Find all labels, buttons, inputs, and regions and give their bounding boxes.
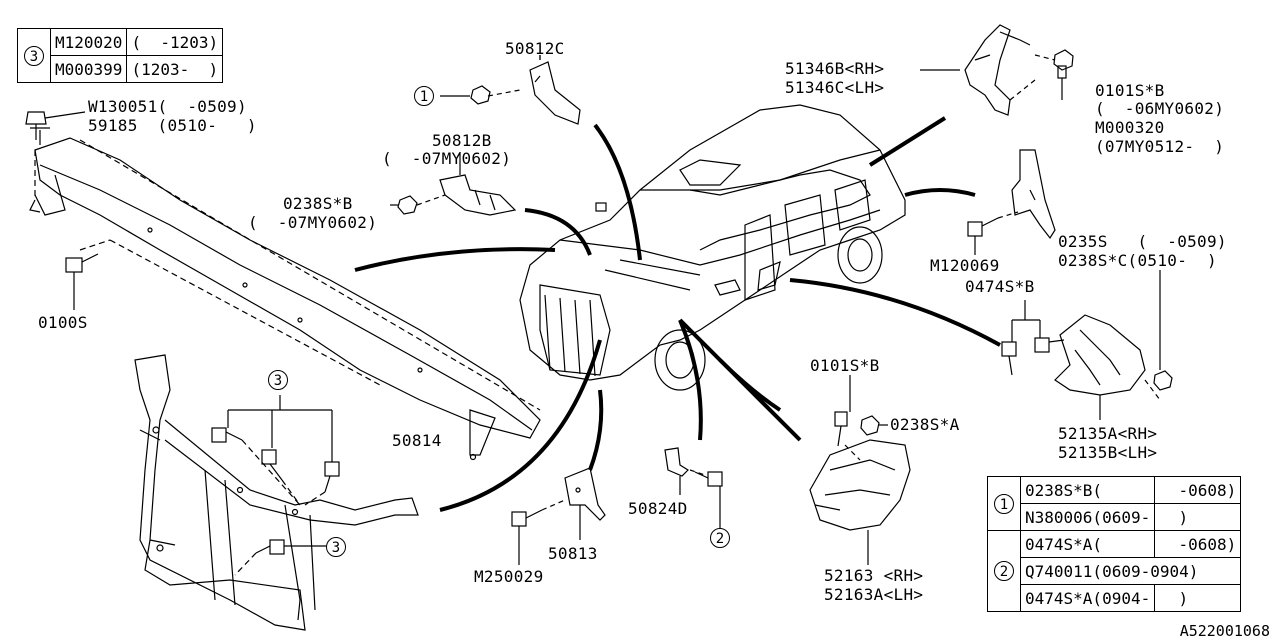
label-0101sb-top-range: ( -06MY0602) [1095, 99, 1225, 118]
legend-part: N380006(0609- [1019, 503, 1156, 531]
label-50813: 50813 [548, 544, 598, 563]
bolts-callout-3 [211, 395, 340, 555]
label-50812b: 50812B [432, 131, 492, 150]
label-51346b: 51346B<RH> [785, 59, 885, 78]
label-50814: 50814 [392, 431, 442, 450]
legend-range: ) [1154, 503, 1242, 531]
label-0238sb: 0238S*B [283, 194, 353, 213]
callout-2: 2 [710, 528, 730, 548]
cross-member-50814 [29, 127, 541, 461]
bracket-51346 [964, 24, 1074, 116]
cross-member-leaders [34, 139, 541, 411]
vehicle-body [519, 104, 906, 391]
legend-part: 0238S*B( [1019, 476, 1156, 504]
legend-table-1-2: 1 0238S*B( -0608) N380006(0609- ) 2 0474… [987, 476, 1242, 612]
callout-3-upper: 3 [268, 370, 288, 390]
callout-3-lower: 3 [326, 537, 346, 557]
legend-part: M000399 [49, 55, 128, 83]
label-0238sb-range: ( -07MY0602) [248, 213, 378, 232]
bracket-50812b [397, 165, 517, 216]
legend-range: ( -1203) [126, 28, 224, 56]
bracket-50813 [511, 467, 606, 565]
legend-range: (1203- ) [126, 55, 224, 83]
legend-callout-cell: 1 [987, 476, 1021, 531]
label-m000320: M000320 [1095, 118, 1165, 137]
label-0100s: 0100S [38, 313, 88, 332]
label-m000320-range: (07MY0512- ) [1095, 137, 1225, 156]
legend-part: 0474S*A(0904- [1019, 584, 1156, 612]
label-52135b: 52135B<LH> [1058, 443, 1158, 462]
label-0101sb-low: 0101S*B [810, 356, 880, 375]
bolt-leaders-dashed [234, 439, 326, 576]
label-0235s: 0235S ( -0509) [1058, 232, 1227, 251]
label-0238sc: 0238S*C(0510- ) [1058, 251, 1217, 270]
label-52135a: 52135A<RH> [1058, 424, 1158, 443]
mudguard-52163 [809, 380, 911, 565]
label-50824d: 50824D [628, 499, 688, 518]
callout-2-circle: 2 [994, 561, 1014, 581]
label-0238sa: 0238S*A [890, 415, 960, 434]
label-0101sb-top: 0101S*B [1095, 81, 1165, 100]
legend-part: M120020 [49, 28, 128, 56]
bracket-0235s [967, 149, 1056, 255]
legend-table-3: 3 M120020 ( -1203) M000399 (1203- ) [17, 28, 224, 83]
label-w130051: W130051( -0509) [88, 97, 247, 116]
label-m120069: M120069 [930, 256, 1000, 275]
legend-range: ) [1154, 584, 1242, 612]
label-52163a: 52163A<LH> [824, 585, 924, 604]
callout-3-circle: 3 [24, 45, 44, 66]
legend-range: -0608) [1154, 476, 1242, 504]
callout-1: 1 [414, 86, 434, 106]
label-50812c: 50812C [505, 39, 565, 58]
callout-1-circle: 1 [994, 493, 1014, 514]
nut-callout-1 [440, 85, 491, 105]
label-m250029: M250029 [474, 567, 544, 586]
diagram-id: A522001068 [1179, 622, 1270, 640]
label-51346c: 51346C<LH> [785, 78, 885, 97]
clip-50824d [664, 447, 723, 528]
label-0474sb: 0474S*B [965, 277, 1035, 296]
bolt-0100s-icon [65, 253, 99, 310]
legend-range: -0608) [1154, 530, 1242, 558]
legend-part: 0474S*A( [1019, 530, 1156, 558]
bracket-50812c [487, 55, 581, 125]
legend-callout-cell: 3 [17, 28, 51, 83]
label-52163: 52163 <RH> [824, 566, 924, 585]
label-59185: 59185 (0510- ) [88, 116, 257, 135]
label-50812b-range: ( -07MY0602) [382, 149, 512, 168]
clip-w130051-icon [25, 111, 86, 140]
legend-callout-cell: 2 [987, 530, 1021, 612]
mudguard-52135 [1001, 270, 1173, 420]
pointer-curves [354, 116, 1001, 512]
radiator-panel-frame [134, 354, 419, 631]
legend-part: Q740011(0609-0904) [1019, 557, 1242, 585]
